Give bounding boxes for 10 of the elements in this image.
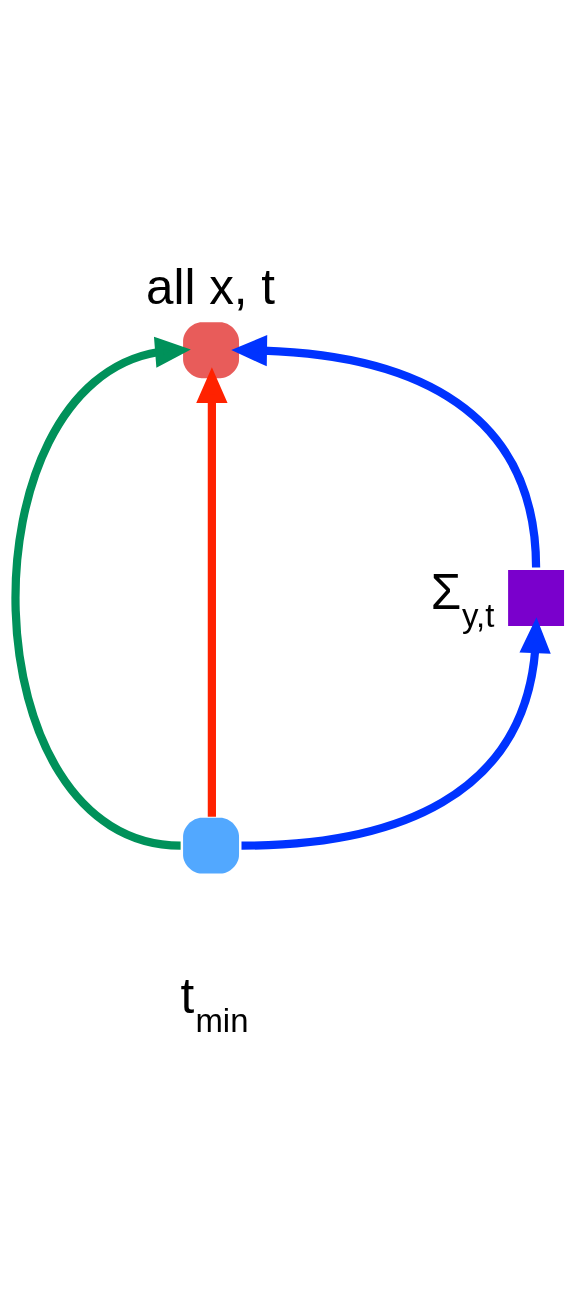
arrow: [231, 335, 541, 568]
node-label: Σ$_{y,t}$: [430, 563, 495, 635]
node-cross: [508, 569, 565, 626]
node-circle: [183, 817, 240, 874]
arrow: [241, 617, 551, 850]
node-label: all x, t: [146, 259, 275, 315]
arrow: [196, 367, 228, 817]
arrow: [11, 336, 191, 850]
node-circle: [183, 322, 240, 379]
node-label: t$_{min}$: [180, 968, 249, 1039]
